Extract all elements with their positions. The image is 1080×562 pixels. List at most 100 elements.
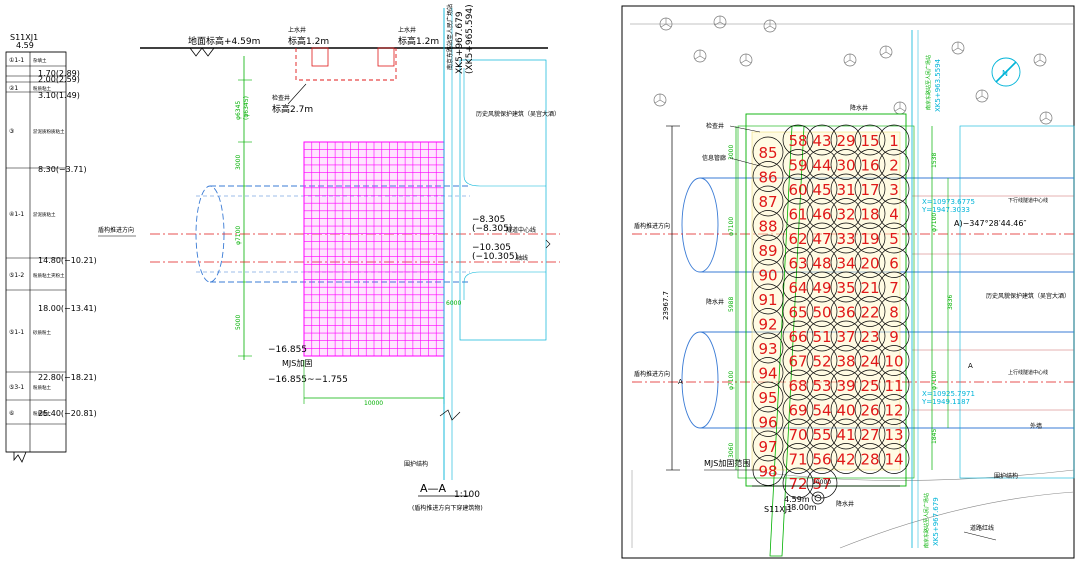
borehole-depth-label: 3.10(1.49) <box>38 91 80 100</box>
pile-number: 71 <box>788 451 807 469</box>
pile-number: 64 <box>788 279 807 297</box>
pile-number: 91 <box>758 291 777 309</box>
coord-2b: Y=1949.1187 <box>921 398 970 406</box>
pile-circle <box>752 381 784 413</box>
well-depth-1: 标高1.2m <box>288 35 329 47</box>
pile-circle <box>854 369 886 401</box>
plan-pit-label: 检查井 <box>706 122 724 130</box>
pile-circle <box>854 443 886 474</box>
pile-circle <box>854 124 886 156</box>
pile-number: 31 <box>836 181 855 199</box>
pile-circle <box>878 369 910 401</box>
section-title: A—A <box>420 482 447 495</box>
right-dim-5: 1845 <box>931 429 938 444</box>
pile-number: 61 <box>788 206 807 224</box>
pile-circle <box>752 161 784 192</box>
pile-number: 15 <box>860 132 879 150</box>
pile-number: 45 <box>812 181 831 199</box>
tunnel-top-elevation: −8.305 <box>472 215 505 225</box>
well-depth-2: 标高1.2m <box>398 35 439 47</box>
pile-circle <box>782 271 814 303</box>
pile-number: 86 <box>758 169 777 187</box>
pile-number: 50 <box>812 304 831 322</box>
pile-circle <box>782 149 814 180</box>
pile-circle <box>752 234 784 266</box>
pile-circle <box>752 210 784 241</box>
pile-circle <box>830 271 862 303</box>
pile-circle <box>854 198 886 229</box>
pile-circle <box>752 136 784 168</box>
right-dim-1: 1538 <box>931 153 938 168</box>
pile-number: 7 <box>889 279 899 297</box>
dim-upper: 3000 <box>235 155 242 170</box>
pile-number: 59 <box>788 157 807 175</box>
pile-number: 8 <box>889 304 899 322</box>
ref-top-1: 南京东路站至人民广场站 <box>925 55 932 110</box>
plan-dim-top: 3000 <box>728 145 735 160</box>
pile-circle <box>854 394 886 425</box>
plan-structure-label: 历史风貌保护建筑（吴宫大酒） <box>986 292 1070 300</box>
ground-elevation-label: 地面标高+4.59m <box>188 35 260 47</box>
borehole-layer-name: 粉质粘土 <box>33 85 51 92</box>
pit-depth: 标高2.7m <box>272 103 313 115</box>
pile-circle <box>854 149 886 180</box>
borehole-top-elevation: 4.59 <box>16 41 34 50</box>
pile-number: 14 <box>884 451 903 469</box>
dim-gap: 6000 <box>446 300 461 307</box>
pile-number: 52 <box>812 353 831 371</box>
borehole-depth-label: 25.40(−20.81) <box>38 409 97 418</box>
pile-number: 41 <box>836 426 855 444</box>
plan-borehole-elev-2: 38.00m <box>786 503 817 512</box>
pile-number: 33 <box>836 230 855 248</box>
plan-wall-label: 围护结构 <box>994 472 1018 480</box>
pile-number: 65 <box>788 304 807 322</box>
pile-number: 21 <box>860 279 879 297</box>
pile-number: 98 <box>758 463 777 481</box>
pile-number: 16 <box>860 157 879 175</box>
pile-number: 44 <box>812 157 831 175</box>
pile-circle <box>752 283 784 315</box>
pile-circle <box>878 173 910 205</box>
pile-number: 95 <box>758 389 777 407</box>
pile-circle <box>752 308 784 339</box>
pile-number: 55 <box>812 426 831 444</box>
pile-number: 39 <box>836 377 855 395</box>
pile-circle <box>878 198 910 229</box>
pile-circle <box>830 394 862 425</box>
dim-width: 10000 <box>364 400 383 407</box>
tunnel-bottom-elevation: −10.305 <box>472 243 511 253</box>
pile-number: 72 <box>788 475 807 493</box>
pile-circle <box>830 320 862 352</box>
pile-number: 69 <box>788 402 807 420</box>
pile-circle <box>782 394 814 425</box>
pile-circle <box>752 430 784 462</box>
borehole-layer-name: 杂填土 <box>33 57 47 64</box>
pile-circle <box>782 320 814 352</box>
plan-line-label-1: 下行线隧道中心线 <box>1008 197 1048 204</box>
pile-number: 30 <box>836 157 855 175</box>
pile-number: 46 <box>812 206 831 224</box>
pile-number: 18 <box>860 206 879 224</box>
direction-label: 盾构推进方向 <box>98 226 134 234</box>
borehole-layer-code: ②1 <box>9 85 18 92</box>
pile-circle <box>878 149 910 180</box>
plan-dim-total: 23967.7 <box>662 291 670 320</box>
pile-number: 70 <box>788 426 807 444</box>
plan-mjs-label: MJS加固范围 <box>704 458 750 468</box>
borehole-layer-name: 淤泥质粘土 <box>33 211 56 218</box>
pile-circle <box>752 406 784 437</box>
drain-label-3: 降水井 <box>836 500 854 508</box>
pile-number: 57 <box>812 475 831 493</box>
pile-number: 19 <box>860 230 879 248</box>
pile-circle <box>752 259 784 290</box>
pile-circle <box>878 443 910 474</box>
borehole-id: S11XJ1 <box>10 33 38 42</box>
borehole-depth-label: 14.80(−10.21) <box>38 256 97 265</box>
pile-circle <box>830 149 862 180</box>
pile-circle <box>878 247 910 278</box>
pile-number: 4 <box>889 206 899 224</box>
pile-number: 63 <box>788 255 807 273</box>
pile-circle <box>854 222 886 254</box>
pile-circle <box>806 247 838 278</box>
